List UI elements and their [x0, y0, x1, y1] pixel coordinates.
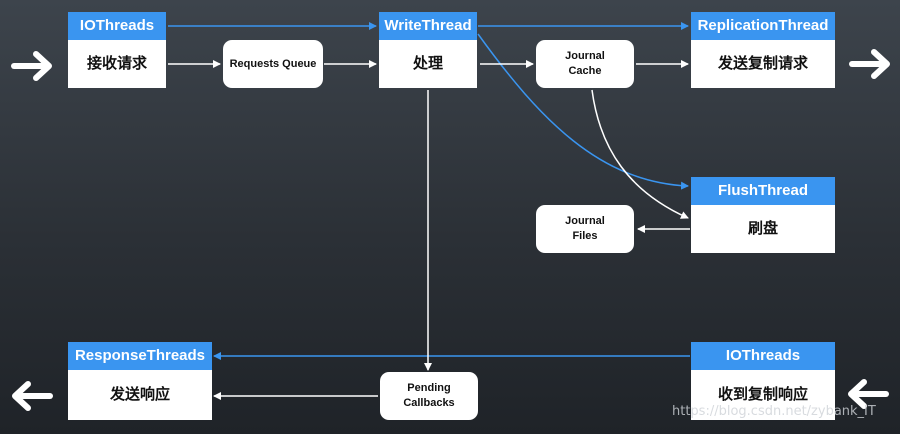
requests-queue-pill: Requests Queue: [223, 40, 323, 88]
write-thread-header: WriteThread: [379, 12, 477, 40]
replication-thread-body: 发送复制请求: [717, 55, 808, 72]
arrow-out-left-icon: [12, 381, 53, 411]
response-threads-box: ResponseThreads 发送响应: [68, 342, 212, 420]
arrow-in-right-icon: [848, 379, 889, 409]
arrow-in-left-icon: [11, 51, 52, 81]
journal-files-pill: Journal Files: [536, 205, 634, 253]
flush-thread-header: FlushThread: [691, 177, 835, 205]
journal-cache-pill: Journal Cache: [536, 40, 634, 88]
watermark-text: https://blog.csdn.net/zybank_IT: [672, 404, 876, 419]
arrow-cache-to-flush: [591, 89, 689, 219]
pending-callbacks-label-line1: Pending: [407, 382, 451, 394]
requests-queue-label: Requests Queue: [229, 57, 317, 70]
write-thread-box: WriteThread 处理: [379, 12, 477, 88]
io-threads-top-body: 接收请求: [86, 55, 147, 72]
io-threads-bottom-box: IOThreads 收到复制响应: [691, 342, 835, 420]
journal-files-label-line2: Files: [572, 230, 598, 242]
journal-cache-label-line1: Journal: [565, 50, 605, 62]
io-threads-top-box: IOThreads 接收请求: [68, 12, 166, 88]
arrow-out-right-icon: [849, 49, 890, 79]
flush-thread-box: FlushThread 刷盘: [691, 177, 835, 253]
response-threads-header: ResponseThreads: [68, 342, 212, 370]
io-threads-top-header: IOThreads: [68, 12, 166, 40]
journal-files-label-line1: Journal: [565, 215, 605, 227]
replication-thread-box: ReplicationThread 发送复制请求: [691, 12, 835, 88]
replication-thread-header: ReplicationThread: [691, 12, 835, 40]
pending-callbacks-pill: Pending Callbacks: [380, 372, 478, 420]
arrow-write-to-flush-header: [477, 33, 689, 190]
pending-callbacks-label-line2: Callbacks: [403, 397, 455, 409]
io-threads-bottom-body: 收到复制响应: [717, 386, 808, 403]
write-thread-body: 处理: [412, 55, 443, 72]
io-threads-bottom-header: IOThreads: [691, 342, 835, 370]
flush-thread-body: 刷盘: [747, 220, 778, 237]
journal-cache-label-line2: Cache: [568, 65, 602, 77]
response-threads-body: 发送响应: [109, 386, 170, 403]
